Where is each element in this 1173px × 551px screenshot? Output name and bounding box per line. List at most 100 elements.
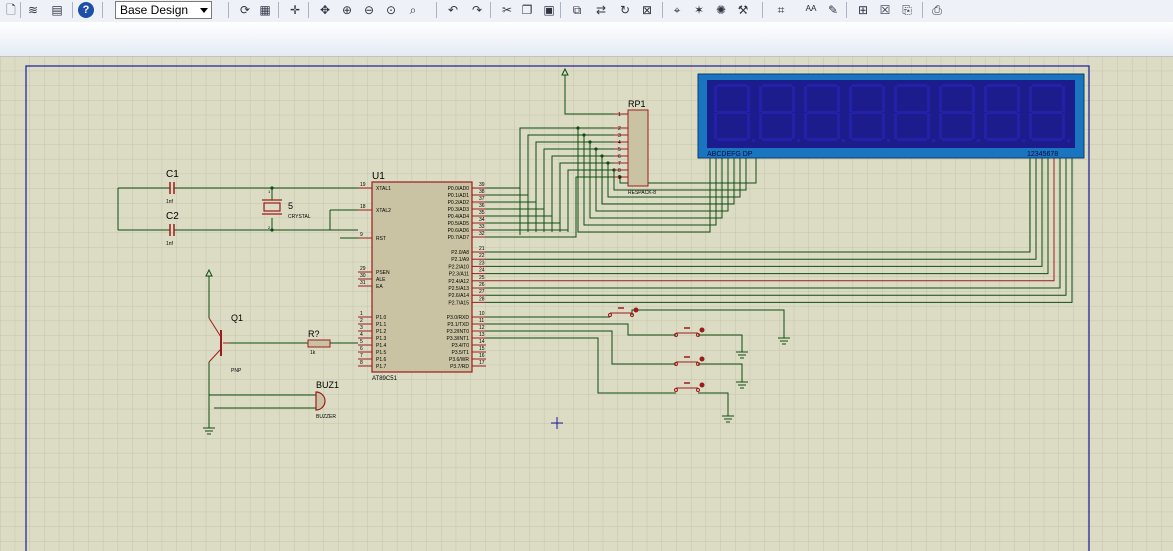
lcd-segment	[807, 111, 837, 114]
u1-pin-name: P3.4/T0	[451, 343, 469, 349]
u1-pin-name: P0.6/AD6	[448, 228, 470, 234]
cut-button[interactable]: ✂	[498, 1, 516, 19]
u1-pin-number: 33	[479, 224, 485, 230]
u1-pin-number: 19	[360, 182, 366, 188]
paste-button[interactable]: ▣	[540, 1, 558, 19]
rp1-body[interactable]	[627, 109, 649, 187]
block-copy-button[interactable]: ⧉	[568, 1, 586, 19]
lcd-segment	[1062, 86, 1065, 112]
lcd-segment	[747, 113, 750, 139]
toolbar-separator	[102, 2, 103, 18]
lcd-segment	[759, 86, 762, 112]
u1-pin-name: P1.3	[376, 336, 387, 342]
zoom-area-icon: ⌕	[409, 3, 417, 17]
lcd-segment	[1017, 113, 1020, 139]
lcd-segment	[897, 111, 927, 114]
u1-pin-number: 25	[479, 275, 485, 281]
wire	[486, 337, 676, 394]
r1-body[interactable]	[307, 339, 331, 348]
make-device-button[interactable]: ✶	[690, 1, 708, 19]
undo-button[interactable]: ↶	[444, 1, 462, 19]
copy-button[interactable]: ❐	[518, 1, 536, 19]
lcd-segment	[792, 86, 795, 112]
logo-button[interactable]: ≋	[24, 1, 42, 19]
crystal-body[interactable]	[263, 202, 281, 212]
block-rotate-button[interactable]: ↻	[616, 1, 634, 19]
remove-sheet-button[interactable]: ☒	[876, 1, 894, 19]
lcd-segment	[987, 138, 1017, 141]
u1-pin-number: 14	[479, 339, 485, 345]
lcd-dp	[932, 139, 935, 142]
lcd-segment	[1032, 84, 1062, 87]
zoom-out-button[interactable]: ⊖	[360, 1, 378, 19]
lcd-segment	[987, 111, 1017, 114]
lcd-segment	[894, 113, 897, 139]
q1-collector	[208, 348, 222, 363]
u1-pin-number: 1	[360, 311, 363, 317]
u1-pin-name: P2.5/A13	[448, 286, 469, 292]
new-sheet-button[interactable]: 🗋	[2, 1, 20, 19]
design-explorer-button[interactable]: ⎘	[898, 1, 916, 19]
lcd-dp	[887, 139, 890, 142]
rp1-pin-number: 1	[618, 112, 621, 118]
junction-dot	[594, 147, 598, 151]
help-button[interactable]: ?	[78, 2, 94, 18]
chevron-down-icon	[200, 8, 208, 13]
lcd-dp	[797, 139, 800, 142]
key-button-1-indicator[interactable]	[633, 307, 639, 313]
u1-pin-number: 9	[360, 232, 363, 238]
u1-body[interactable]	[371, 181, 473, 373]
lcd-segment	[807, 138, 837, 141]
lcd-segment	[939, 86, 942, 112]
zoom-area-button[interactable]: ⌕	[404, 1, 422, 19]
lcd-dp	[752, 139, 755, 142]
c1-ref: C1	[166, 169, 179, 180]
u1-pin-number: 17	[479, 360, 485, 366]
lcd-segment	[1032, 111, 1062, 114]
property-tool-button[interactable]: ✎	[824, 1, 842, 19]
key-button-4-indicator[interactable]	[699, 382, 705, 388]
junction-dot	[606, 161, 610, 165]
redo-button[interactable]: ↷	[468, 1, 486, 19]
notes-button[interactable]: ▤	[48, 1, 66, 19]
undo-icon: ↶	[447, 3, 459, 17]
u1-pin-number: 15	[479, 346, 485, 352]
u1-pin-name: ALE	[376, 277, 386, 283]
zoom-in-button[interactable]: ⊕	[338, 1, 356, 19]
u1-pin-name: P3.3/INT1	[446, 336, 469, 342]
key-button-2-indicator[interactable]	[699, 327, 705, 333]
u1-pin-number: 4	[360, 332, 363, 338]
block-delete-button[interactable]: ⊠	[638, 1, 656, 19]
packaging-button[interactable]: ✺	[712, 1, 730, 19]
design-select[interactable]: Base Design	[115, 1, 212, 19]
pick-device-button[interactable]: ⌖	[668, 1, 686, 19]
grid-button[interactable]: ▦	[256, 1, 274, 19]
u1-pin-number: 36	[479, 203, 485, 209]
decompose-button[interactable]: ⚒	[734, 1, 752, 19]
wire-autoroute-button[interactable]: ⌗	[772, 1, 790, 19]
u1-pin-number: 31	[360, 280, 366, 286]
export-button[interactable]: ⎙	[928, 1, 946, 19]
refresh-button[interactable]: ⟳	[236, 1, 254, 19]
lcd-segment	[897, 84, 927, 87]
pan-button[interactable]: ✥	[316, 1, 334, 19]
lcd-segment	[717, 138, 747, 141]
block-move-button[interactable]: ⇄	[592, 1, 610, 19]
buzzer-body[interactable]	[315, 391, 326, 411]
u1-pin-number: 37	[479, 196, 485, 202]
wire	[577, 128, 711, 233]
key-button-3-indicator[interactable]	[699, 356, 705, 362]
toolbar-separator	[308, 2, 309, 18]
sheet-border	[25, 65, 1090, 551]
new-sheet-add-button[interactable]: ⊞	[854, 1, 872, 19]
zoom-all-button[interactable]: ⊙	[382, 1, 400, 19]
u1-pin-name: XTAL1	[376, 186, 391, 192]
lcd-segment	[852, 111, 882, 114]
wire	[698, 334, 743, 352]
u1-pin-number: 27	[479, 289, 485, 295]
u1-ref: U1	[372, 171, 385, 182]
origin-button[interactable]: ✛	[286, 1, 304, 19]
search-tag-button[interactable]: ᴬᴬ	[802, 1, 820, 19]
